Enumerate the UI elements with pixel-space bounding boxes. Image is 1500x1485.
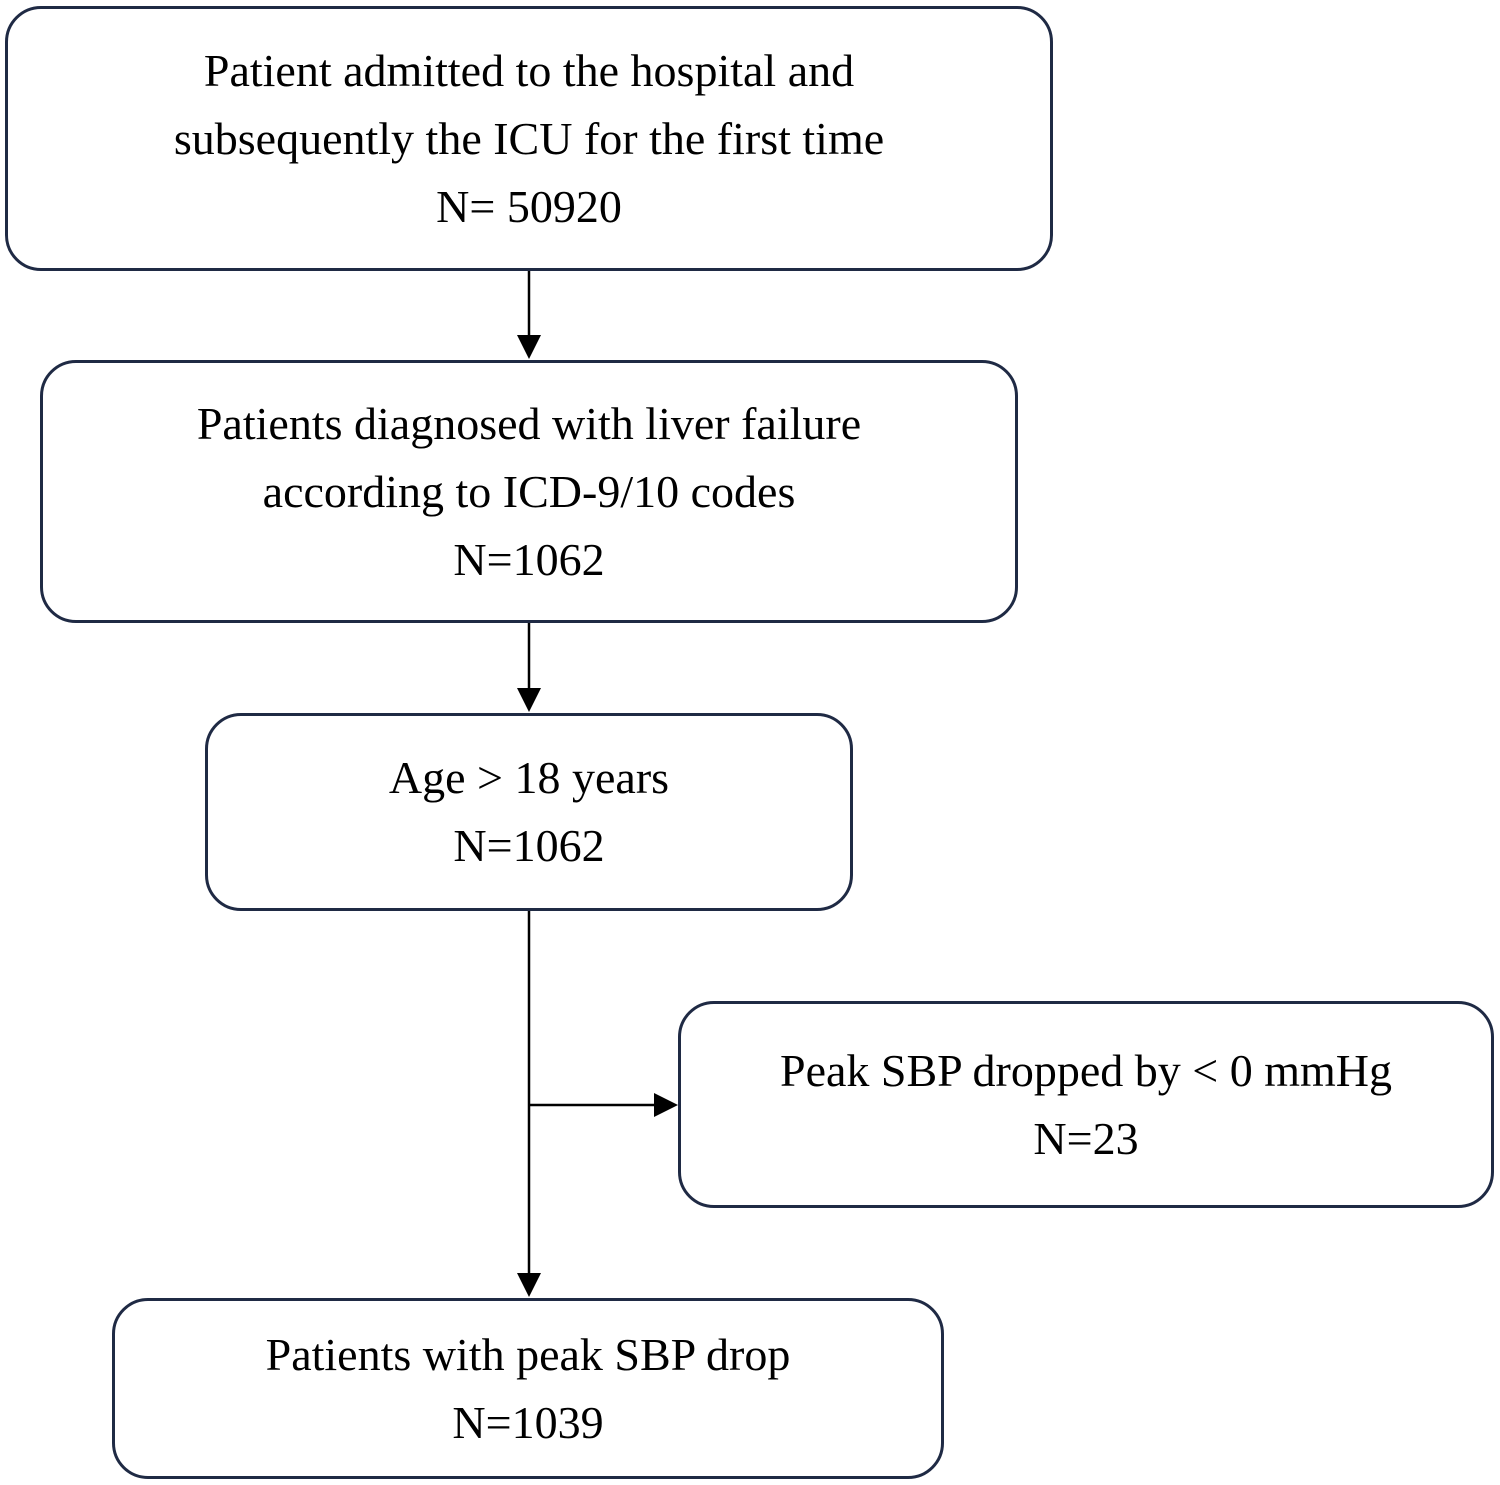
box-count: N=1039	[452, 1396, 604, 1448]
box-text-line: Patient admitted to the hospital and	[203, 44, 855, 96]
arrow-to-excluded	[529, 1093, 678, 1117]
box-count: N=1062	[453, 820, 605, 871]
box-text-line: subsequently the ICU for the first time	[173, 112, 885, 164]
arrow-age-to-final	[517, 911, 541, 1297]
box-excluded-sbp: Peak SBP dropped by < 0 mmHg N=23	[678, 1001, 1494, 1208]
box-text-line: Patients with peak SBP drop	[265, 1328, 791, 1380]
arrow-admitted-to-liver	[517, 271, 541, 359]
box-age-criterion: Age > 18 years N=1062	[205, 713, 853, 911]
box-text-line: Peak SBP dropped by < 0 mmHg	[779, 1044, 1392, 1096]
box-liver-failure-diagnosis: Patients diagnosed with liver failure ac…	[40, 360, 1018, 623]
box-text-line: Patients diagnosed with liver failure	[196, 397, 862, 449]
box-count: N=23	[1033, 1112, 1139, 1164]
arrow-liver-to-age	[517, 623, 541, 712]
box-count: N=1062	[453, 533, 605, 585]
box-final-cohort: Patients with peak SBP drop N=1039	[112, 1298, 944, 1479]
box-text-line: according to ICD-9/10 codes	[262, 465, 796, 517]
box-text-line: Age > 18 years	[388, 752, 670, 803]
box-hospital-icu-admission: Patient admitted to the hospital and sub…	[5, 6, 1053, 271]
box-count: N= 50920	[436, 180, 622, 232]
